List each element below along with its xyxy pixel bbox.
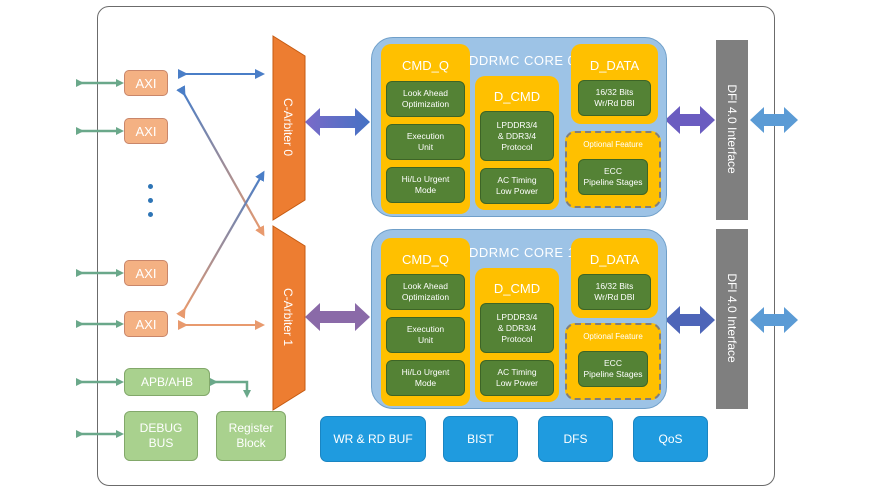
urgent-mode-block: Hi/Lo Urgent Mode <box>386 167 465 203</box>
dfs-block: DFS <box>538 416 613 462</box>
apb-register-arrow <box>210 378 251 398</box>
apb-ahb-block: APB/AHB <box>124 368 210 396</box>
ellipsis-dot <box>148 198 153 203</box>
execution-unit-block: Execution Unit <box>386 124 465 160</box>
look-ahead-block: Look Ahead Optimization <box>386 81 465 117</box>
d-data-title: D_DATA <box>589 252 640 267</box>
ecc-block: ECC Pipeline Stages <box>578 351 648 387</box>
ecc-block: ECC Pipeline Stages <box>578 159 648 195</box>
wr-rd-buf-block: WR & RD BUF <box>320 416 426 462</box>
axi-port-3: AXI <box>124 311 168 337</box>
qos-block: QoS <box>633 416 708 462</box>
dfi-external-arrows <box>750 107 798 333</box>
dfi-1-label: DFI 4.0 Interface <box>725 273 739 363</box>
ac-timing-block: AC Timing Low Power <box>480 360 554 396</box>
ddrmc-core-0: DDRMC CORE 0 CMD_Q Look Ahead Optimizati… <box>371 37 667 217</box>
optional-feature-block: Optional Feature ECC Pipeline Stages <box>565 323 661 400</box>
core-dfi-fat-arrows <box>665 106 715 334</box>
arbiter-core-fat-arrows <box>305 108 370 331</box>
arbiter-1-shape <box>272 225 306 411</box>
optional-feature-title: Optional Feature <box>583 332 643 341</box>
d-cmd-block: D_CMD LPDDR3/4 & DDR3/4 Protocol AC Timi… <box>475 76 559 210</box>
dbi-block: 16/32 Bits Wr/Rd DBI <box>578 80 651 116</box>
bist-block: BIST <box>443 416 518 462</box>
axi-port-0: AXI <box>124 70 168 96</box>
d-data-title: D_DATA <box>589 58 640 73</box>
ddrmc-core-1: DDRMC CORE 1 CMD_Q Look Ahead Optimizati… <box>371 229 667 409</box>
external-green-arrows <box>76 79 124 438</box>
arbiter-0-shape <box>272 35 306 221</box>
d-data-block: D_DATA 16/32 Bits Wr/Rd DBI <box>571 44 658 124</box>
dfi-interface-1: DFI 4.0 Interface <box>716 229 748 409</box>
register-block: Register Block <box>216 411 286 461</box>
d-cmd-title: D_CMD <box>493 89 541 104</box>
dbi-block: 16/32 Bits Wr/Rd DBI <box>578 274 651 310</box>
cmd-q-block: CMD_Q Look Ahead Optimization Execution … <box>381 44 470 214</box>
arbiter-1-label: C-Arbiter 1 <box>281 287 295 346</box>
core-title: DDRMC CORE 1 <box>469 245 576 260</box>
d-cmd-title: D_CMD <box>493 281 541 296</box>
dfi-interface-0: DFI 4.0 Interface <box>716 40 748 220</box>
arbiter-0-label: C-Arbiter 0 <box>281 97 295 156</box>
protocol-block: LPDDR3/4 & DDR3/4 Protocol <box>480 303 554 353</box>
ellipsis-dot <box>148 184 153 189</box>
cmd-q-title: CMD_Q <box>402 252 449 267</box>
axi0-arbiter1-arrow <box>176 85 265 237</box>
execution-unit-block: Execution Unit <box>386 317 465 353</box>
core-title: DDRMC CORE 0 <box>469 53 576 68</box>
cmd-q-block: CMD_Q Look Ahead Optimization Execution … <box>381 238 470 406</box>
dfi-0-label: DFI 4.0 Interface <box>725 84 739 174</box>
cmd-q-title: CMD_Q <box>402 58 449 73</box>
d-cmd-block: D_CMD LPDDR3/4 & DDR3/4 Protocol AC Timi… <box>475 268 559 402</box>
axi-port-1: AXI <box>124 118 168 144</box>
protocol-block: LPDDR3/4 & DDR3/4 Protocol <box>480 111 554 161</box>
optional-feature-title: Optional Feature <box>583 140 643 149</box>
optional-feature-block: Optional Feature ECC Pipeline Stages <box>565 131 661 208</box>
debug-bus-block: DEBUG BUS <box>124 411 198 461</box>
axi-port-2: AXI <box>124 260 168 286</box>
look-ahead-block: Look Ahead Optimization <box>386 274 465 310</box>
d-data-block: D_DATA 16/32 Bits Wr/Rd DBI <box>571 238 658 318</box>
ac-timing-block: AC Timing Low Power <box>480 168 554 204</box>
urgent-mode-block: Hi/Lo Urgent Mode <box>386 360 465 396</box>
axi3-arbiter0-arrow <box>176 170 265 319</box>
ellipsis-dot <box>148 212 153 217</box>
